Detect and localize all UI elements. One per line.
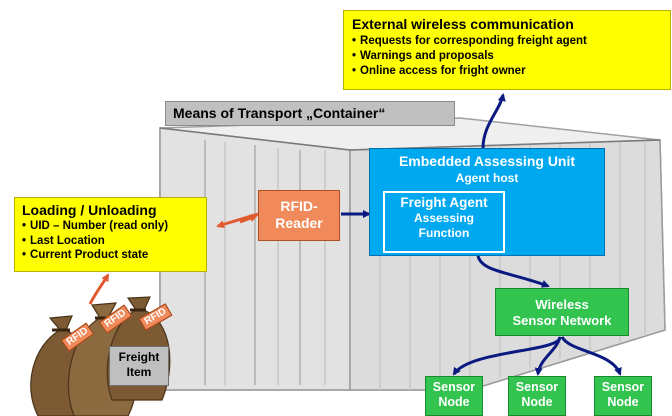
freight-item-line-1: Freight [118,350,160,364]
external-item-1: Requests for corresponding freight agent [352,34,662,49]
wireless-sensor-network-box: Wireless Sensor Network [495,288,629,336]
rfid-reader-box: RFID- Reader [258,190,340,241]
loading-item-2: Last Location [22,234,199,249]
wsn-line-2: Sensor Network [512,313,612,328]
sensor-node-3: Sensor Node [594,376,652,416]
rfid-reader-line-2: Reader [275,215,323,231]
sensor-node-3-line-1: Sensor [601,380,645,394]
arrow-eau-to-wsn [476,255,550,288]
loading-item-3: Current Product state [22,248,199,263]
sensor-node-1-line-1: Sensor [432,380,476,394]
external-item-2: Warnings and proposals [352,49,662,64]
freight-item-line-2: Item [126,365,152,379]
arrow-loading-to-reader [239,214,258,224]
external-communication-list: Requests for corresponding freight agent… [352,34,662,79]
sensor-node-2: Sensor Node [508,376,566,416]
arrow-items-to-loading [88,273,110,305]
loading-unloading-box: Loading / Unloading UID – Number (read o… [14,197,207,272]
freight-agent-line-2: Function [418,226,470,240]
sensor-node-1-line-2: Node [438,395,470,409]
sensor-node-2-line-1: Sensor [515,380,559,394]
eau-subtitle: Agent host [455,171,519,185]
external-communication-box: External wireless communication Requests… [343,10,671,90]
arrow-eau-to-external [481,93,506,149]
freight-agent-box: Freight Agent Assessing Function [383,191,505,253]
freight-agent-line-1: Assessing [413,211,475,225]
loading-title: Loading / Unloading [22,202,157,218]
freight-item-box: Freight Item [109,346,169,386]
rfid-reader-line-1: RFID- [280,198,318,214]
external-item-3: Online access for fright owner [352,64,662,79]
sensor-node-1: Sensor Node [425,376,483,416]
sensor-node-2-line-2: Node [521,395,553,409]
means-of-transport-label: Means of Transport „Container“ [165,101,455,126]
arrow-wsn-to-node-1 [452,336,562,376]
sensor-node-3-line-2: Node [607,395,639,409]
loading-item-1: UID – Number (read only) [22,219,199,234]
freight-agent-title: Freight Agent [400,195,488,210]
arrow-wsn-to-node-2 [534,336,562,376]
external-communication-title: External wireless communication [352,16,574,32]
arrow-wsn-to-node-3 [560,336,622,376]
eau-title: Embedded Assessing Unit [398,153,576,169]
loading-list: UID – Number (read only) Last Location C… [22,219,199,263]
wsn-line-1: Wireless [535,297,589,312]
embedded-assessing-unit-box: Embedded Assessing Unit Agent host Freig… [369,148,605,256]
